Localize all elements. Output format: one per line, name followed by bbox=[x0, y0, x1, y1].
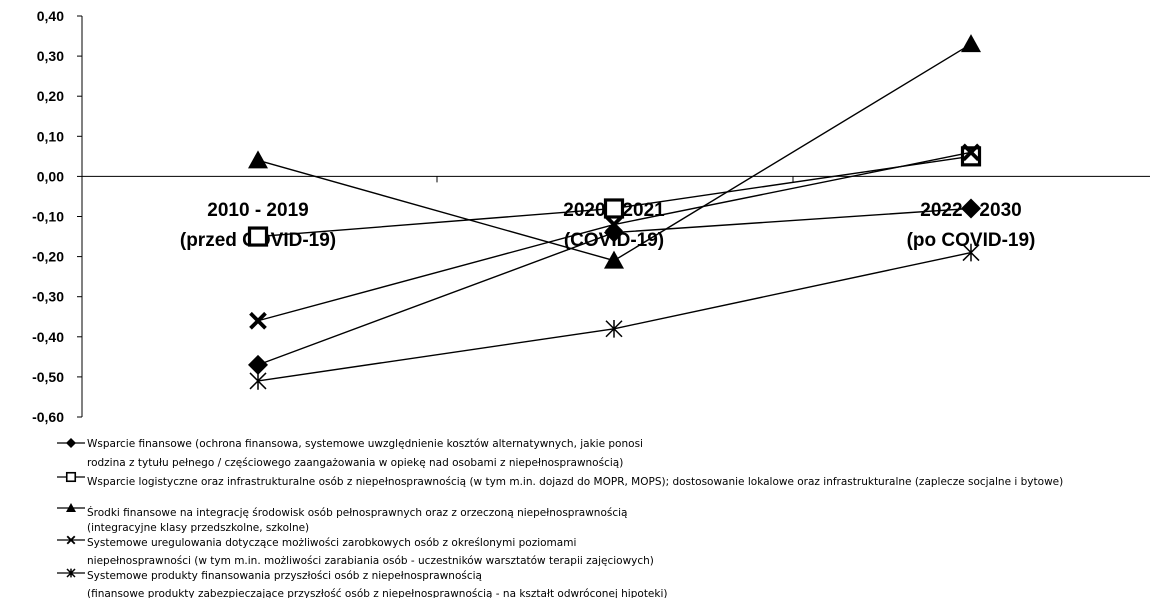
axes: 0,40 0,30 0,20 0,10 0,00 -0,10 -0,20 -0,30 -0,40… bbox=[32, 8, 1150, 425]
y-tick-label: -0,50 bbox=[32, 369, 64, 385]
square-marker bbox=[603, 198, 625, 219]
star-marker bbox=[249, 372, 267, 390]
y-tick-label: 0,00 bbox=[37, 168, 64, 184]
diamond-marker bbox=[248, 354, 268, 375]
category-label: (po COVID-19) bbox=[907, 230, 1036, 251]
series-square bbox=[247, 146, 982, 247]
square-marker bbox=[247, 226, 269, 247]
legend-label: Wsparcie logistyczne oraz infrastruktura… bbox=[87, 476, 1063, 488]
category-label: 2010 - 2019 bbox=[207, 200, 308, 221]
y-tick-label: -0,20 bbox=[32, 249, 64, 265]
series-triangle bbox=[248, 34, 981, 269]
square-marker bbox=[960, 146, 982, 167]
legend-item: Wsparcie logistyczne oraz infrastruktura… bbox=[57, 471, 1063, 488]
y-tick-label: 0,20 bbox=[37, 88, 64, 104]
series-x bbox=[249, 143, 980, 330]
y-tick-label: -0,40 bbox=[32, 329, 64, 345]
triangle-marker bbox=[961, 34, 981, 53]
y-tick-label: -0,60 bbox=[32, 409, 64, 425]
x-marker bbox=[962, 143, 980, 162]
legend-item: Systemowe uregulowania dotyczące możliwo… bbox=[57, 535, 654, 567]
legend-label: Systemowe produkty finansowania przyszło… bbox=[87, 570, 482, 582]
legend-label: Systemowe uregulowania dotyczące możliwo… bbox=[87, 537, 576, 549]
legend-item: Systemowe produkty finansowania przyszło… bbox=[57, 568, 668, 598]
series-line bbox=[257, 251, 972, 382]
legend: Wsparcie finansowe (ochrona finansowa, s… bbox=[57, 438, 1063, 598]
triangle-marker bbox=[604, 250, 624, 269]
legend-item: Wsparcie finansowe (ochrona finansowa, s… bbox=[57, 438, 643, 469]
y-tick-label: -0,10 bbox=[32, 209, 64, 225]
diamond-marker bbox=[961, 198, 981, 219]
category-labels: 2010 - 2019(przed COVID-19)2020 - 2021(C… bbox=[180, 200, 1036, 251]
diamond-marker bbox=[66, 438, 76, 448]
x-marker bbox=[249, 311, 267, 330]
y-tick-label: 0,40 bbox=[37, 8, 64, 24]
legend-label: Wsparcie finansowe (ochrona finansowa, s… bbox=[87, 438, 643, 450]
legend-item: Środki finansowe na integrację środowisk… bbox=[57, 503, 627, 534]
star-marker bbox=[66, 568, 76, 578]
x-marker bbox=[66, 535, 76, 545]
series-layer bbox=[247, 34, 982, 390]
star-marker bbox=[605, 319, 623, 338]
y-tick-label: -0,30 bbox=[32, 289, 64, 305]
series-star bbox=[249, 243, 980, 390]
x-marker bbox=[605, 215, 623, 234]
square-marker bbox=[65, 471, 77, 483]
legend-label: (finansowe produkty zabezpieczające przy… bbox=[87, 588, 668, 598]
y-tick-label: 0,30 bbox=[37, 48, 64, 64]
legend-label: (integracyjne klasy przedszkolne, szkoln… bbox=[87, 522, 309, 534]
triangle-marker bbox=[248, 150, 268, 169]
legend-label: rodzina z tytułu pełnego / częściowego z… bbox=[87, 457, 623, 469]
y-tick-label: 0,10 bbox=[37, 128, 64, 144]
legend-label: niepełnosprawności (w tym m.in. możliwoś… bbox=[87, 555, 654, 567]
star-marker bbox=[962, 243, 980, 262]
triangle-marker bbox=[66, 503, 76, 512]
legend-label: Środki finansowe na integrację środowisk… bbox=[87, 506, 627, 519]
